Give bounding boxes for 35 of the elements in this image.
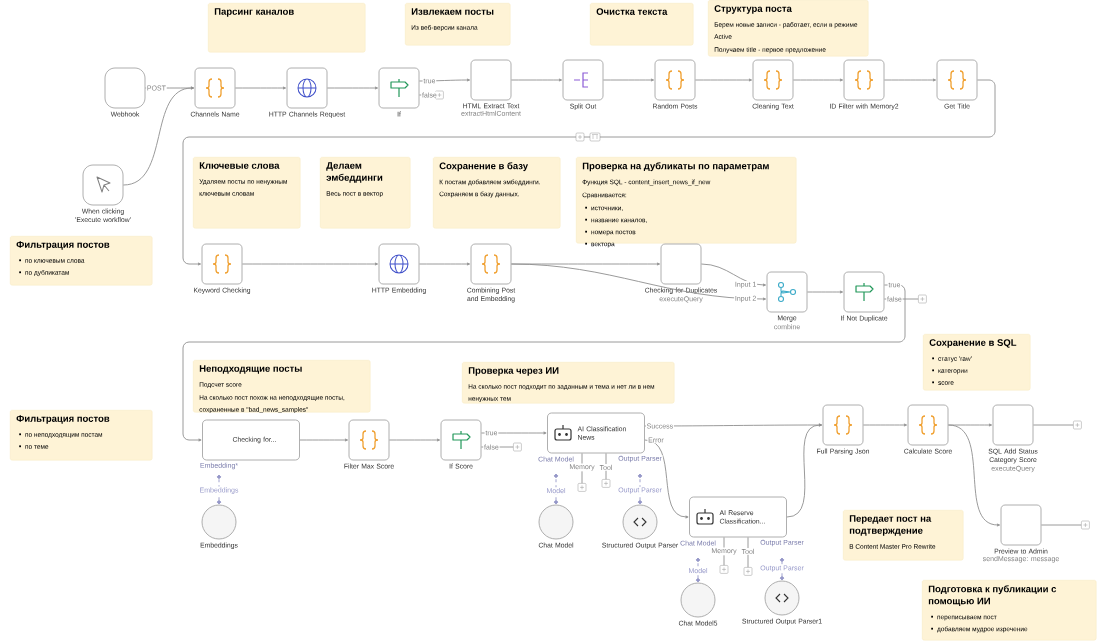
- connector: [388, 438, 441, 442]
- connector: [480, 431, 547, 435]
- connector: [947, 424, 1001, 527]
- connector: [182, 284, 906, 442]
- connector: [723, 536, 725, 566]
- connector: [695, 557, 701, 583]
- connector: [418, 262, 471, 266]
- connector: [806, 290, 844, 294]
- connector: [326, 86, 379, 90]
- connector: [510, 78, 563, 82]
- connector: [644, 439, 689, 519]
- connector: [299, 438, 349, 442]
- connector: [241, 262, 379, 266]
- connector: [1040, 524, 1082, 526]
- connector: [182, 79, 996, 266]
- connector: [637, 473, 643, 505]
- connector: [605, 452, 607, 480]
- connector: [122, 86, 195, 186]
- connector: [553, 473, 559, 505]
- sticky-note: Парсинг каналов: [208, 3, 366, 53]
- connector: [602, 78, 655, 82]
- connector: [510, 263, 767, 301]
- connector: [792, 78, 844, 82]
- connector: [216, 474, 222, 505]
- connector: [862, 423, 908, 427]
- connector: [786, 423, 823, 518]
- connector: [1032, 424, 1074, 426]
- connector: [700, 263, 767, 287]
- connector: [694, 78, 753, 82]
- connector: [234, 86, 287, 90]
- connector: [779, 557, 785, 581]
- connector: [883, 78, 937, 82]
- sticky-note: Очистка текста: [590, 3, 694, 46]
- connector: [418, 78, 471, 82]
- connector: [747, 536, 749, 568]
